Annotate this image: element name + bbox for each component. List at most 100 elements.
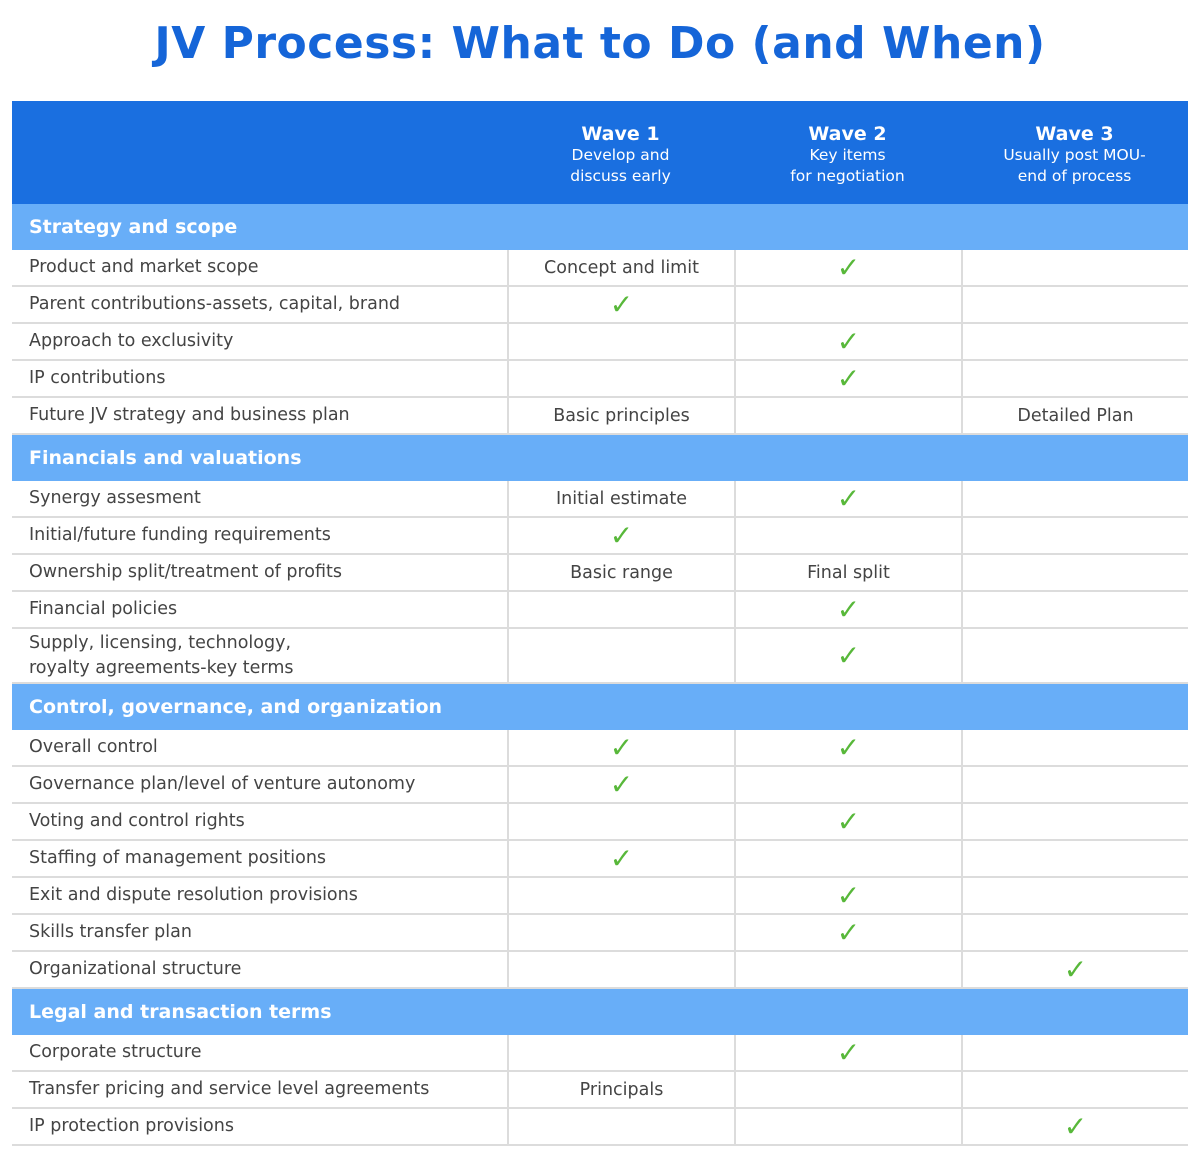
table-row: IP contributions ✓	[12, 361, 1188, 398]
row-label: Transfer pricing and service level agree…	[29, 1079, 430, 1099]
wave-3-cell	[961, 804, 1188, 839]
wave-3-cell	[961, 481, 1188, 516]
wave-subtitle-line1: Usually post MOU-	[1003, 145, 1146, 164]
table-row: Staffing of management positions✓	[12, 841, 1188, 878]
wave-3-cell	[961, 361, 1188, 396]
checkmark-icon: ✓	[609, 767, 634, 801]
jv-process-table: Wave 1 Develop and discuss early Wave 2 …	[12, 101, 1188, 1146]
cell-text: Initial estimate	[556, 488, 687, 509]
table-row: Synergy assesment Initial estimate ✓	[12, 481, 1188, 518]
wave-2-cell: ✓	[734, 481, 961, 516]
wave-3-cell	[961, 287, 1188, 322]
wave-2-cell	[734, 518, 961, 553]
wave-2-cell: ✓	[734, 915, 961, 950]
wave-2-cell: ✓	[734, 324, 961, 359]
table-row: Product and market scope Concept and limi…	[12, 250, 1188, 287]
checkmark-icon: ✓	[836, 1035, 861, 1069]
checkmark-icon: ✓	[836, 481, 861, 515]
row-label: Product and market scope	[29, 257, 259, 277]
wave-3-cell: ✓	[961, 952, 1188, 987]
wave-2-cell: ✓	[734, 250, 961, 285]
row-label: Supply, licensing, technology, royalty a…	[29, 632, 294, 678]
table-row: Future JV strategy and business plan Basi…	[12, 398, 1188, 435]
wave-2-cell	[734, 952, 961, 987]
row-label: Corporate structure	[29, 1042, 202, 1062]
wave-1-cell: Concept and limit	[507, 250, 734, 285]
wave-1-cell: Initial estimate	[507, 481, 734, 516]
row-label: IP protection provisions	[29, 1116, 234, 1136]
wave-1-cell: ✓	[507, 767, 734, 802]
table-row: Parent contributions-assets, capital, br…	[12, 287, 1188, 324]
wave-subtitle-line1: Key items	[809, 145, 886, 164]
checkmark-icon: ✓	[836, 324, 861, 358]
wave-1-cell	[507, 324, 734, 359]
header-wave-3: Wave 3 Usually post MOU- end of process	[961, 101, 1188, 204]
checkmark-icon: ✓	[609, 841, 634, 875]
wave-2-cell: ✓	[734, 1035, 961, 1070]
wave-3-cell	[961, 730, 1188, 765]
table-row: Supply, licensing, technology, royalty a…	[12, 629, 1188, 684]
checkmark-icon: ✓	[609, 287, 634, 321]
wave-2-cell: ✓	[734, 592, 961, 627]
section-header: Legal and transaction terms	[12, 989, 1188, 1035]
wave-1-cell	[507, 952, 734, 987]
wave-subtitle-line2: for negotiation	[790, 166, 905, 185]
header-wave-1: Wave 1 Develop and discuss early	[507, 101, 734, 204]
wave-2-cell: ✓	[734, 804, 961, 839]
checkmark-icon: ✓	[836, 638, 861, 672]
checkmark-icon: ✓	[836, 361, 861, 395]
table-header: Wave 1 Develop and discuss early Wave 2 …	[12, 101, 1188, 204]
wave-2-cell: ✓	[734, 629, 961, 682]
header-wave-2: Wave 2 Key items for negotiation	[734, 101, 961, 204]
wave-2-cell	[734, 287, 961, 322]
table-row: Transfer pricing and service level agree…	[12, 1072, 1188, 1109]
row-label: Future JV strategy and business plan	[29, 405, 350, 425]
wave-2-cell	[734, 1072, 961, 1107]
wave-1-cell: ✓	[507, 841, 734, 876]
row-label: Approach to exclusivity	[29, 331, 234, 351]
wave-1-cell: Basic principles	[507, 398, 734, 433]
row-label: Initial/future funding requirements	[29, 525, 331, 545]
wave-3-cell	[961, 250, 1188, 285]
checkmark-icon: ✓	[836, 730, 861, 764]
row-label: Overall control	[29, 737, 158, 757]
table-row: Voting and control rights ✓	[12, 804, 1188, 841]
table-row: Skills transfer plan✓	[12, 915, 1188, 952]
wave-2-cell: Final split	[734, 555, 961, 590]
row-label: Synergy assesment	[29, 488, 201, 508]
wave-3-cell	[961, 915, 1188, 950]
checkmark-icon: ✓	[836, 250, 861, 284]
wave-3-cell	[961, 592, 1188, 627]
wave-2-cell	[734, 398, 961, 433]
wave-2-cell: ✓	[734, 878, 961, 913]
table-row: Financial policies✓	[12, 592, 1188, 629]
wave-subtitle-line2: discuss early	[570, 166, 671, 185]
wave-2-cell	[734, 767, 961, 802]
row-label: Governance plan/level of venture autonom…	[29, 774, 416, 794]
table-row: Initial/future funding requirements✓	[12, 518, 1188, 555]
wave-2-cell: ✓	[734, 361, 961, 396]
row-label: IP contributions	[29, 368, 166, 388]
wave-2-cell	[734, 1109, 961, 1144]
wave-1-cell: ✓	[507, 287, 734, 322]
wave-2-cell: ✓	[734, 730, 961, 765]
checkmark-icon: ✓	[609, 730, 634, 764]
checkmark-icon: ✓	[1063, 1109, 1088, 1143]
section-header: Strategy and scope	[12, 204, 1188, 250]
section-header: Financials and valuations	[12, 435, 1188, 481]
wave-name: Wave 1	[581, 122, 660, 145]
checkmark-icon: ✓	[836, 592, 861, 626]
wave-3-cell	[961, 1072, 1188, 1107]
wave-3-cell	[961, 767, 1188, 802]
cell-text: Concept and limit	[544, 257, 699, 278]
row-label: Voting and control rights	[29, 811, 245, 831]
wave-name: Wave 2	[808, 122, 887, 145]
checkmark-icon: ✓	[1063, 952, 1088, 986]
wave-3-cell	[961, 324, 1188, 359]
wave-1-cell	[507, 1109, 734, 1144]
wave-3-cell	[961, 518, 1188, 553]
row-label: Parent contributions-assets, capital, br…	[29, 294, 401, 314]
cell-text: Detailed Plan	[1017, 405, 1134, 426]
table-row: Overall control ✓ ✓	[12, 730, 1188, 767]
